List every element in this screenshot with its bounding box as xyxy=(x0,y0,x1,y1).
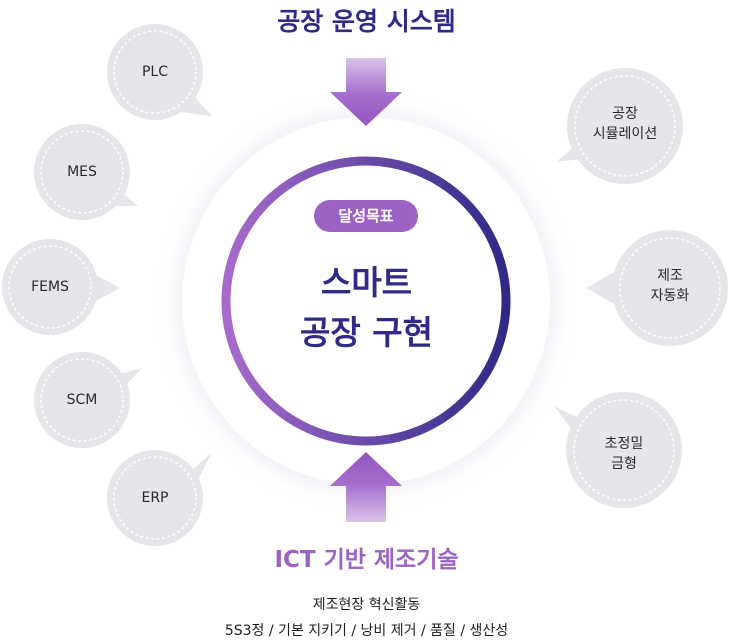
bottom-title: ICT 기반 제조기술 xyxy=(274,547,459,573)
goal-badge: 달성목표 xyxy=(314,200,418,232)
bottom-subtitle-line2: 5S3정 / 기본 지키기 / 낭비 제거 / 품질 / 생산성 xyxy=(224,623,509,639)
bubble-label-plc: PLC xyxy=(141,64,169,80)
bubble-factory-simulation xyxy=(556,68,683,184)
bubble-label-line: 공장 xyxy=(612,106,638,122)
bubble-plc xyxy=(107,24,212,120)
bubble-label-line: 초정밀 xyxy=(604,436,644,452)
bottom-subtitle-line1: 제조현장 혁신활동 xyxy=(312,597,421,613)
bubble-label-scm: SCM xyxy=(66,392,98,408)
center-title-line1: 스마트 xyxy=(320,263,413,302)
bubble-erp xyxy=(107,450,212,546)
top-title: 공장 운영 시스템 xyxy=(277,7,456,36)
bubble-mes xyxy=(34,124,138,220)
bubble-label-line: 자동화 xyxy=(650,288,690,304)
bubble-precision-mold xyxy=(554,392,682,508)
bubble-label-factory-simulation: 공장 시뮬레이션 xyxy=(570,104,680,144)
center-ring xyxy=(221,156,511,446)
bubble-scm xyxy=(34,352,142,448)
bubble-label-line: 제조 xyxy=(657,268,683,284)
bubble-manufacturing-automation xyxy=(586,230,728,346)
bubble-label-line: 금형 xyxy=(611,456,637,472)
bubble-label-fems: FEMS xyxy=(31,279,69,295)
bubble-label-line: 시뮬레이션 xyxy=(592,126,658,142)
bubble-label-erp: ERP xyxy=(141,490,169,506)
arrow-up-icon xyxy=(330,452,402,522)
arrow-down-icon xyxy=(330,58,402,126)
center-title-line2: 공장 구현 xyxy=(300,313,433,352)
bubble-label-manufacturing-automation: 제조 자동화 xyxy=(615,266,725,306)
bubble-label-precision-mold: 초정밀 금형 xyxy=(569,434,679,474)
bubble-label-mes: MES xyxy=(67,164,97,180)
bubble-fems xyxy=(2,239,120,335)
